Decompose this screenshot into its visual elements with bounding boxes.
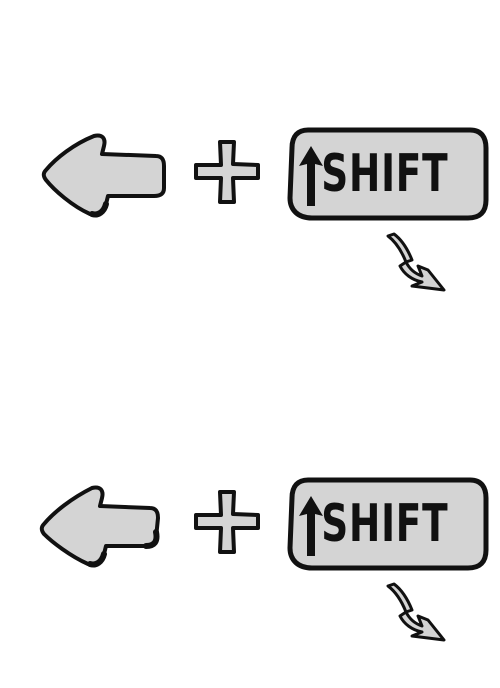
shift-key-label: SHIFT [321,494,449,554]
up-arrow-icon [299,146,323,206]
curved-arrow-down-right-icon [386,582,446,642]
shortcut-row-1: SHIFT [0,120,500,320]
shift-key-frame [287,127,489,221]
shift-key-frame [287,477,489,571]
left-arrow-icon [39,485,160,568]
shift-key-label: SHIFT [321,144,449,204]
up-arrow-icon [299,496,323,556]
plus-icon [194,490,260,554]
shortcut-row-2: SHIFT [0,470,500,670]
plus-icon [194,140,260,204]
left-arrow-icon [41,133,166,218]
curved-arrow-down-right-icon [386,232,446,292]
shift-key: SHIFT [286,126,490,222]
shift-key: SHIFT [286,476,490,572]
